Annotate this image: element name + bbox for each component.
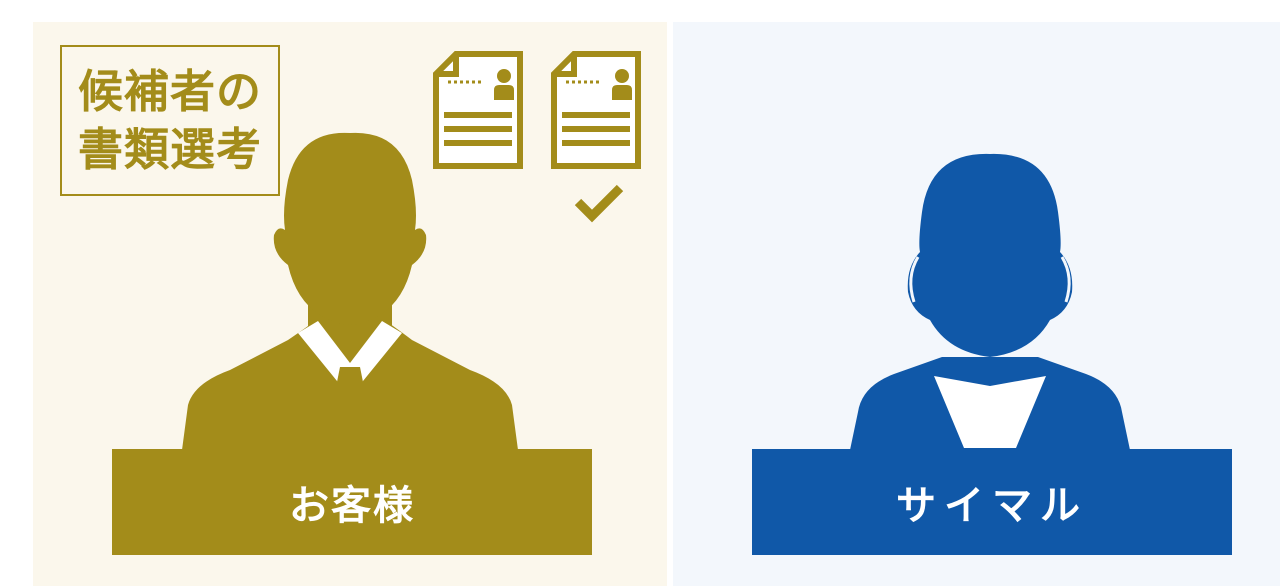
simul-silhouette-icon (830, 152, 1150, 452)
resume-document-icon (432, 50, 524, 174)
resume-document-icon (550, 50, 642, 174)
checkmark-icon (574, 182, 624, 228)
client-silhouette-icon (160, 125, 540, 455)
task-label-line1: 候補者の (77, 64, 262, 118)
task-label-line2: 書類選考 (77, 122, 262, 176)
screening-task-label: 候補者の 書類選考 (60, 45, 280, 196)
simul-name-label: サイマル (752, 449, 1232, 555)
client-name-label: お客様 (112, 449, 592, 555)
